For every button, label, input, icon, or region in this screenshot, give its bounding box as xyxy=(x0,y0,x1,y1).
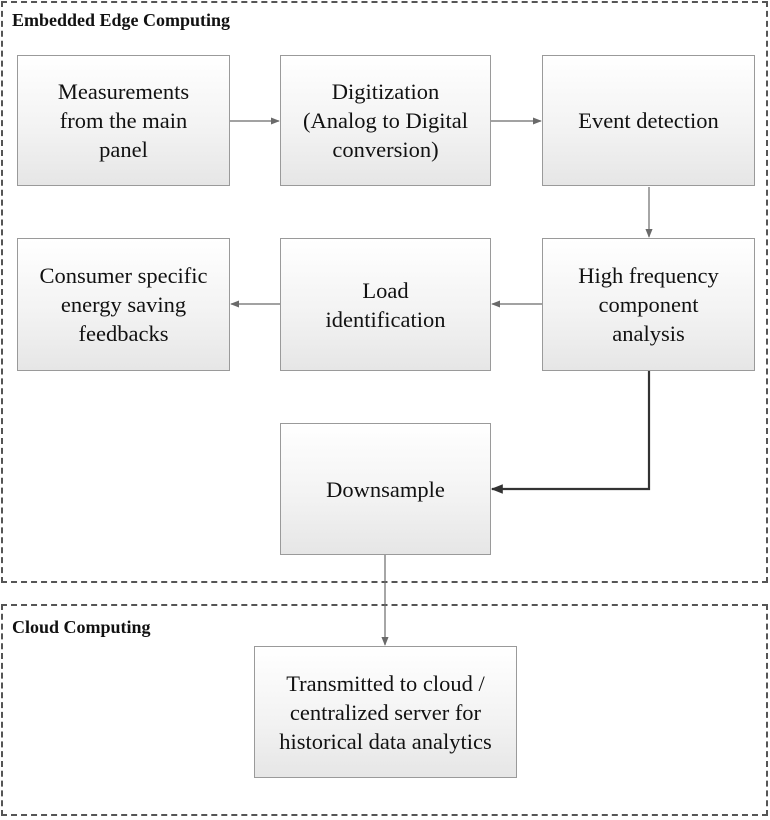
box-transmitted-line-1: Transmitted to cloud / xyxy=(286,670,485,696)
box-downsample-line-1: Downsample xyxy=(326,476,445,502)
box-hf-analysis-line-3: analysis xyxy=(612,321,685,346)
box-digitization-line-3: conversion) xyxy=(332,137,439,162)
box-feedback-line-3: feedbacks xyxy=(78,321,169,346)
box-measurements: Measurements from the main panel xyxy=(17,55,230,186)
box-load-identification-line-2: identification xyxy=(325,306,446,332)
box-digitization-line-2: (Analog to Digital xyxy=(303,108,468,133)
box-measurements-line-2: from the main xyxy=(59,108,188,133)
box-hf-analysis-line-2: component xyxy=(598,292,699,317)
edge-computing-title: Embedded Edge Computing xyxy=(12,10,231,30)
box-feedback: Consumer specific energy saving feedback… xyxy=(17,238,230,371)
box-digitization-line-1: Digitization xyxy=(331,79,440,104)
box-transmitted-line-3: historical data analytics xyxy=(279,728,492,754)
box-feedback-line-1: Consumer specific xyxy=(39,263,208,288)
box-feedback-line-2: energy saving xyxy=(60,292,187,317)
box-measurements-line-1: Measurements xyxy=(57,79,190,104)
box-transmitted: Transmitted to cloud / centralized serve… xyxy=(254,646,517,778)
box-downsample: Downsample xyxy=(280,423,491,555)
box-load-identification: Load identification xyxy=(280,238,491,371)
arrow-hf-analysis-to-downsample xyxy=(490,371,651,494)
box-hf-analysis-line-1: High frequency xyxy=(578,263,719,288)
box-load-identification-line-1: Load xyxy=(362,277,409,303)
box-digitization: Digitization (Analog to Digital conversi… xyxy=(280,55,491,186)
box-event-detection-line-1: Event detection xyxy=(578,108,719,133)
cloud-computing-title: Cloud Computing xyxy=(12,617,151,637)
box-event-detection: Event detection xyxy=(542,55,755,186)
box-hf-analysis: High frequency component analysis xyxy=(542,238,755,371)
box-measurements-line-3: panel xyxy=(99,137,148,162)
box-transmitted-line-2: centralized server for xyxy=(289,699,482,725)
